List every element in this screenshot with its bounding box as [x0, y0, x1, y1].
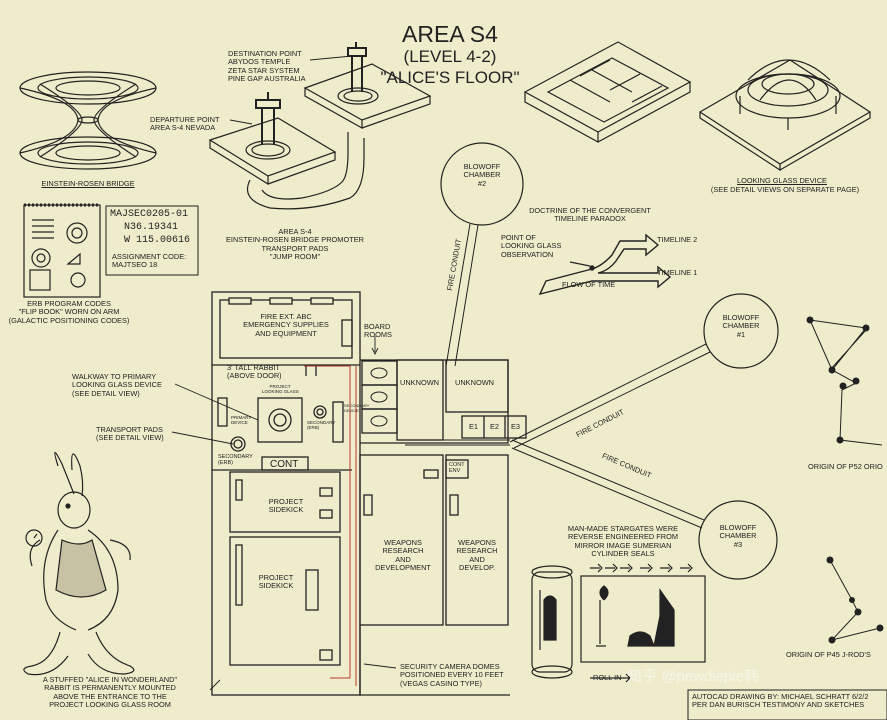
blowoff-chamber-3-label: BLOWOFF CHAMBER #3	[719, 523, 757, 549]
origin-p52-label: ORIGIN OF P52 ORIO	[808, 462, 883, 471]
weapons-rd-1-label: WEAPONS RESEARCH AND DEVELOPMENT	[375, 538, 431, 573]
watermark: 知乎 @pewdiepie韩	[627, 668, 759, 685]
cont-label: CONT	[270, 459, 299, 470]
origin-p45-label: ORIGIN OF P45 J-ROD'S	[786, 650, 871, 659]
secondary-device-label: SECONDARY DEVICE	[344, 403, 370, 413]
fire-conduits	[405, 223, 711, 529]
project-sidekick-1-label: PROJECT SIDEKICK	[268, 497, 304, 515]
doctrine-label: DOCTRINE OF THE CONVERGENT TIMELINE PARA…	[529, 206, 651, 224]
point-of-observation-label: POINT OF LOOKING GLASS OBSERVATION	[501, 233, 562, 259]
project-looking-glass-label: PROJECT LOOKING GLASS	[262, 384, 299, 394]
coordinate-north: N36.19341	[124, 222, 179, 233]
constellation-jrod	[826, 556, 884, 644]
blowoff-chamber-2-circle	[440, 142, 524, 226]
timeline-1-label: TIMELINE 1	[657, 268, 698, 277]
area-s4-promoter-label: AREA S-4 EINSTEIN-ROSEN BRIDGE PROMOTER …	[226, 227, 364, 262]
roll-in-label: ROLL IN	[593, 673, 622, 682]
room-e2-label: E2	[490, 422, 500, 431]
fire-ext-label: FIRE EXT. ABC EMERGENCY SUPPLIES AND EQU…	[243, 312, 329, 338]
stuffed-rabbit-label: A STUFFED "ALICE IN WONDERLAND" RABBIT I…	[42, 675, 178, 710]
destination-point-label: DESTINATION POINT ABYDOS TEMPLE ZETA STA…	[228, 49, 306, 84]
timeline-diagram	[538, 233, 672, 296]
credit-box	[687, 689, 887, 720]
room-e1-label: E1	[469, 422, 479, 431]
camera-wiring	[304, 365, 357, 686]
title-line-1: AREA S4	[402, 21, 498, 47]
blowoff-chamber-2-label: BLOWOFF CHAMBER #2	[463, 162, 501, 188]
weapons-rd-2-label: WEAPONS RESEARCH AND DEVELOP.	[456, 538, 498, 573]
walkway-label: WALKWAY TO PRIMARY LOOKING GLASS DEVICE …	[72, 372, 162, 398]
cylinder-seal-drawing	[531, 563, 706, 683]
cont-env-label: CONT ENV	[449, 462, 465, 474]
assignment-code-label: ASSIGNMENT CODE: MAJTSEO 18	[112, 252, 187, 270]
constellation-orion	[806, 316, 883, 446]
majsec-code: MAJSEC0205-01	[110, 209, 189, 220]
timeline-2-label: TIMELINE 2	[657, 235, 698, 244]
blowoff-chamber-1-label: BLOWOFF CHAMBER #1	[722, 313, 760, 339]
secondary-erb-label: SECONDARY (ERB)	[218, 454, 253, 466]
transport-pads-label: TRANSPORT PADS (SEE DETAIL VIEW)	[96, 425, 164, 443]
looking-glass-detail-label: (SEE DETAIL VIEWS ON SEPARATE PAGE)	[710, 185, 860, 194]
blowoff-chamber-1-circle	[703, 293, 779, 369]
autocad-credit-label: AUTOCAD DRAWING BY: MICHAEL SCHRATT 6/2/…	[692, 692, 869, 710]
secondary-erb-inner-label: SECONDARY (ERB)	[307, 420, 336, 430]
einstein-rosen-bridge-drawing	[19, 71, 157, 170]
departure-point-label: DEPARTURE POINT AREA S-4 NEVADA	[150, 115, 220, 133]
primary-device-label: PRIMARY DEVICE	[231, 415, 252, 425]
flow-of-time-label: FLOW OF TIME	[562, 280, 616, 289]
isometric-floorplan-drawing	[523, 41, 692, 144]
room-e3-label: E3	[511, 422, 521, 431]
einstein-rosen-bridge-label: EINSTEIN-ROSEN BRIDGE	[41, 179, 135, 188]
security-camera-label: SECURITY CAMERA DOMES POSITIONED EVERY 1…	[400, 662, 504, 688]
floorplan-walls	[211, 291, 527, 696]
board-rooms-label: BOARD ROOMS	[364, 322, 392, 340]
flip-book-drawing	[23, 203, 101, 298]
board-room-tables	[370, 367, 388, 427]
manmade-stargates-label: MAN-MADE STARGATES WERE REVERSE ENGINEER…	[567, 524, 679, 559]
unknown-room-2-label: UNKNOWN	[455, 378, 495, 387]
looking-glass-device-label: LOOKING GLASS DEVICE	[737, 176, 827, 185]
title-line-2: (LEVEL 4-2)	[403, 47, 497, 66]
blowoff-chamber-3-circle	[698, 500, 778, 580]
title-line-3: "ALICE'S FLOOR"	[380, 68, 520, 87]
transport-pads-drawing	[208, 42, 432, 210]
white-rabbit-drawing	[23, 451, 135, 676]
project-sidekick-2-label: PROJECT SIDEKICK	[258, 573, 294, 591]
coordinate-west: W 115.00616	[124, 235, 191, 246]
tall-rabbit-label: 3' TALL RABBIT (ABOVE DOOR)	[227, 363, 282, 381]
unknown-room-1-label: UNKNOWN	[400, 378, 440, 387]
erb-program-codes-label: ERB PROGRAM CODES "FLIP BOOK" WORN ON AR…	[8, 299, 130, 325]
leader-lines	[171, 55, 397, 691]
looking-glass-device-drawing	[698, 59, 872, 172]
